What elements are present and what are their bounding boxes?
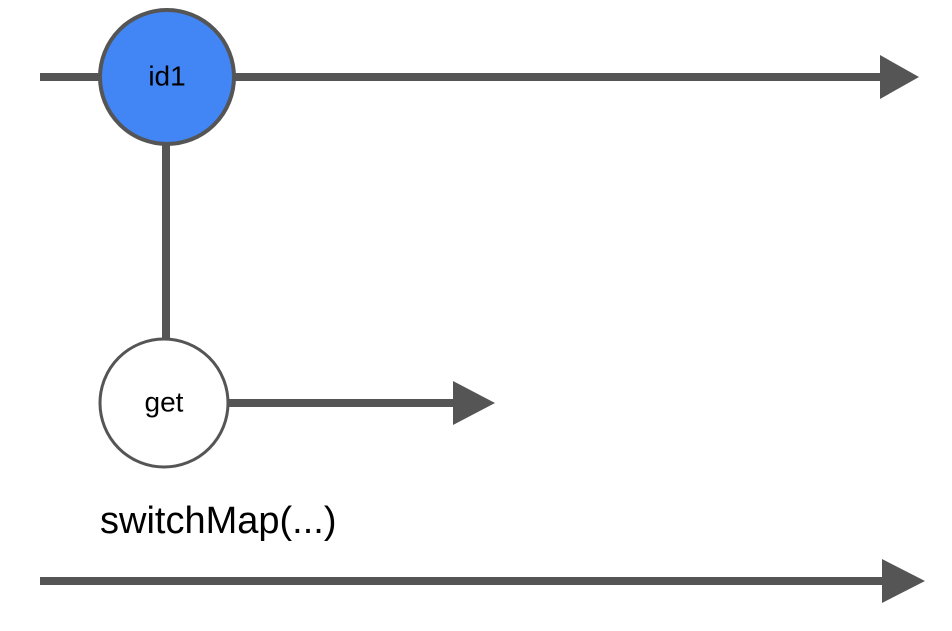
marble-id1-circle[interactable] [98,8,236,146]
output-stream-group [40,559,925,603]
marble-get[interactable]: get [98,337,230,469]
inner-stream-arrowhead [453,381,495,425]
marble-get-label: get [145,386,184,417]
source-stream-arrowhead [880,55,919,99]
marble-get-circle[interactable] [98,337,230,469]
output-stream-arrowhead [882,559,925,603]
marble-id1-label: id1 [148,60,185,91]
operator-label: switchMap(...) [100,500,336,542]
inner-stream-group [228,381,495,425]
marble-id1[interactable]: id1 [98,8,236,146]
